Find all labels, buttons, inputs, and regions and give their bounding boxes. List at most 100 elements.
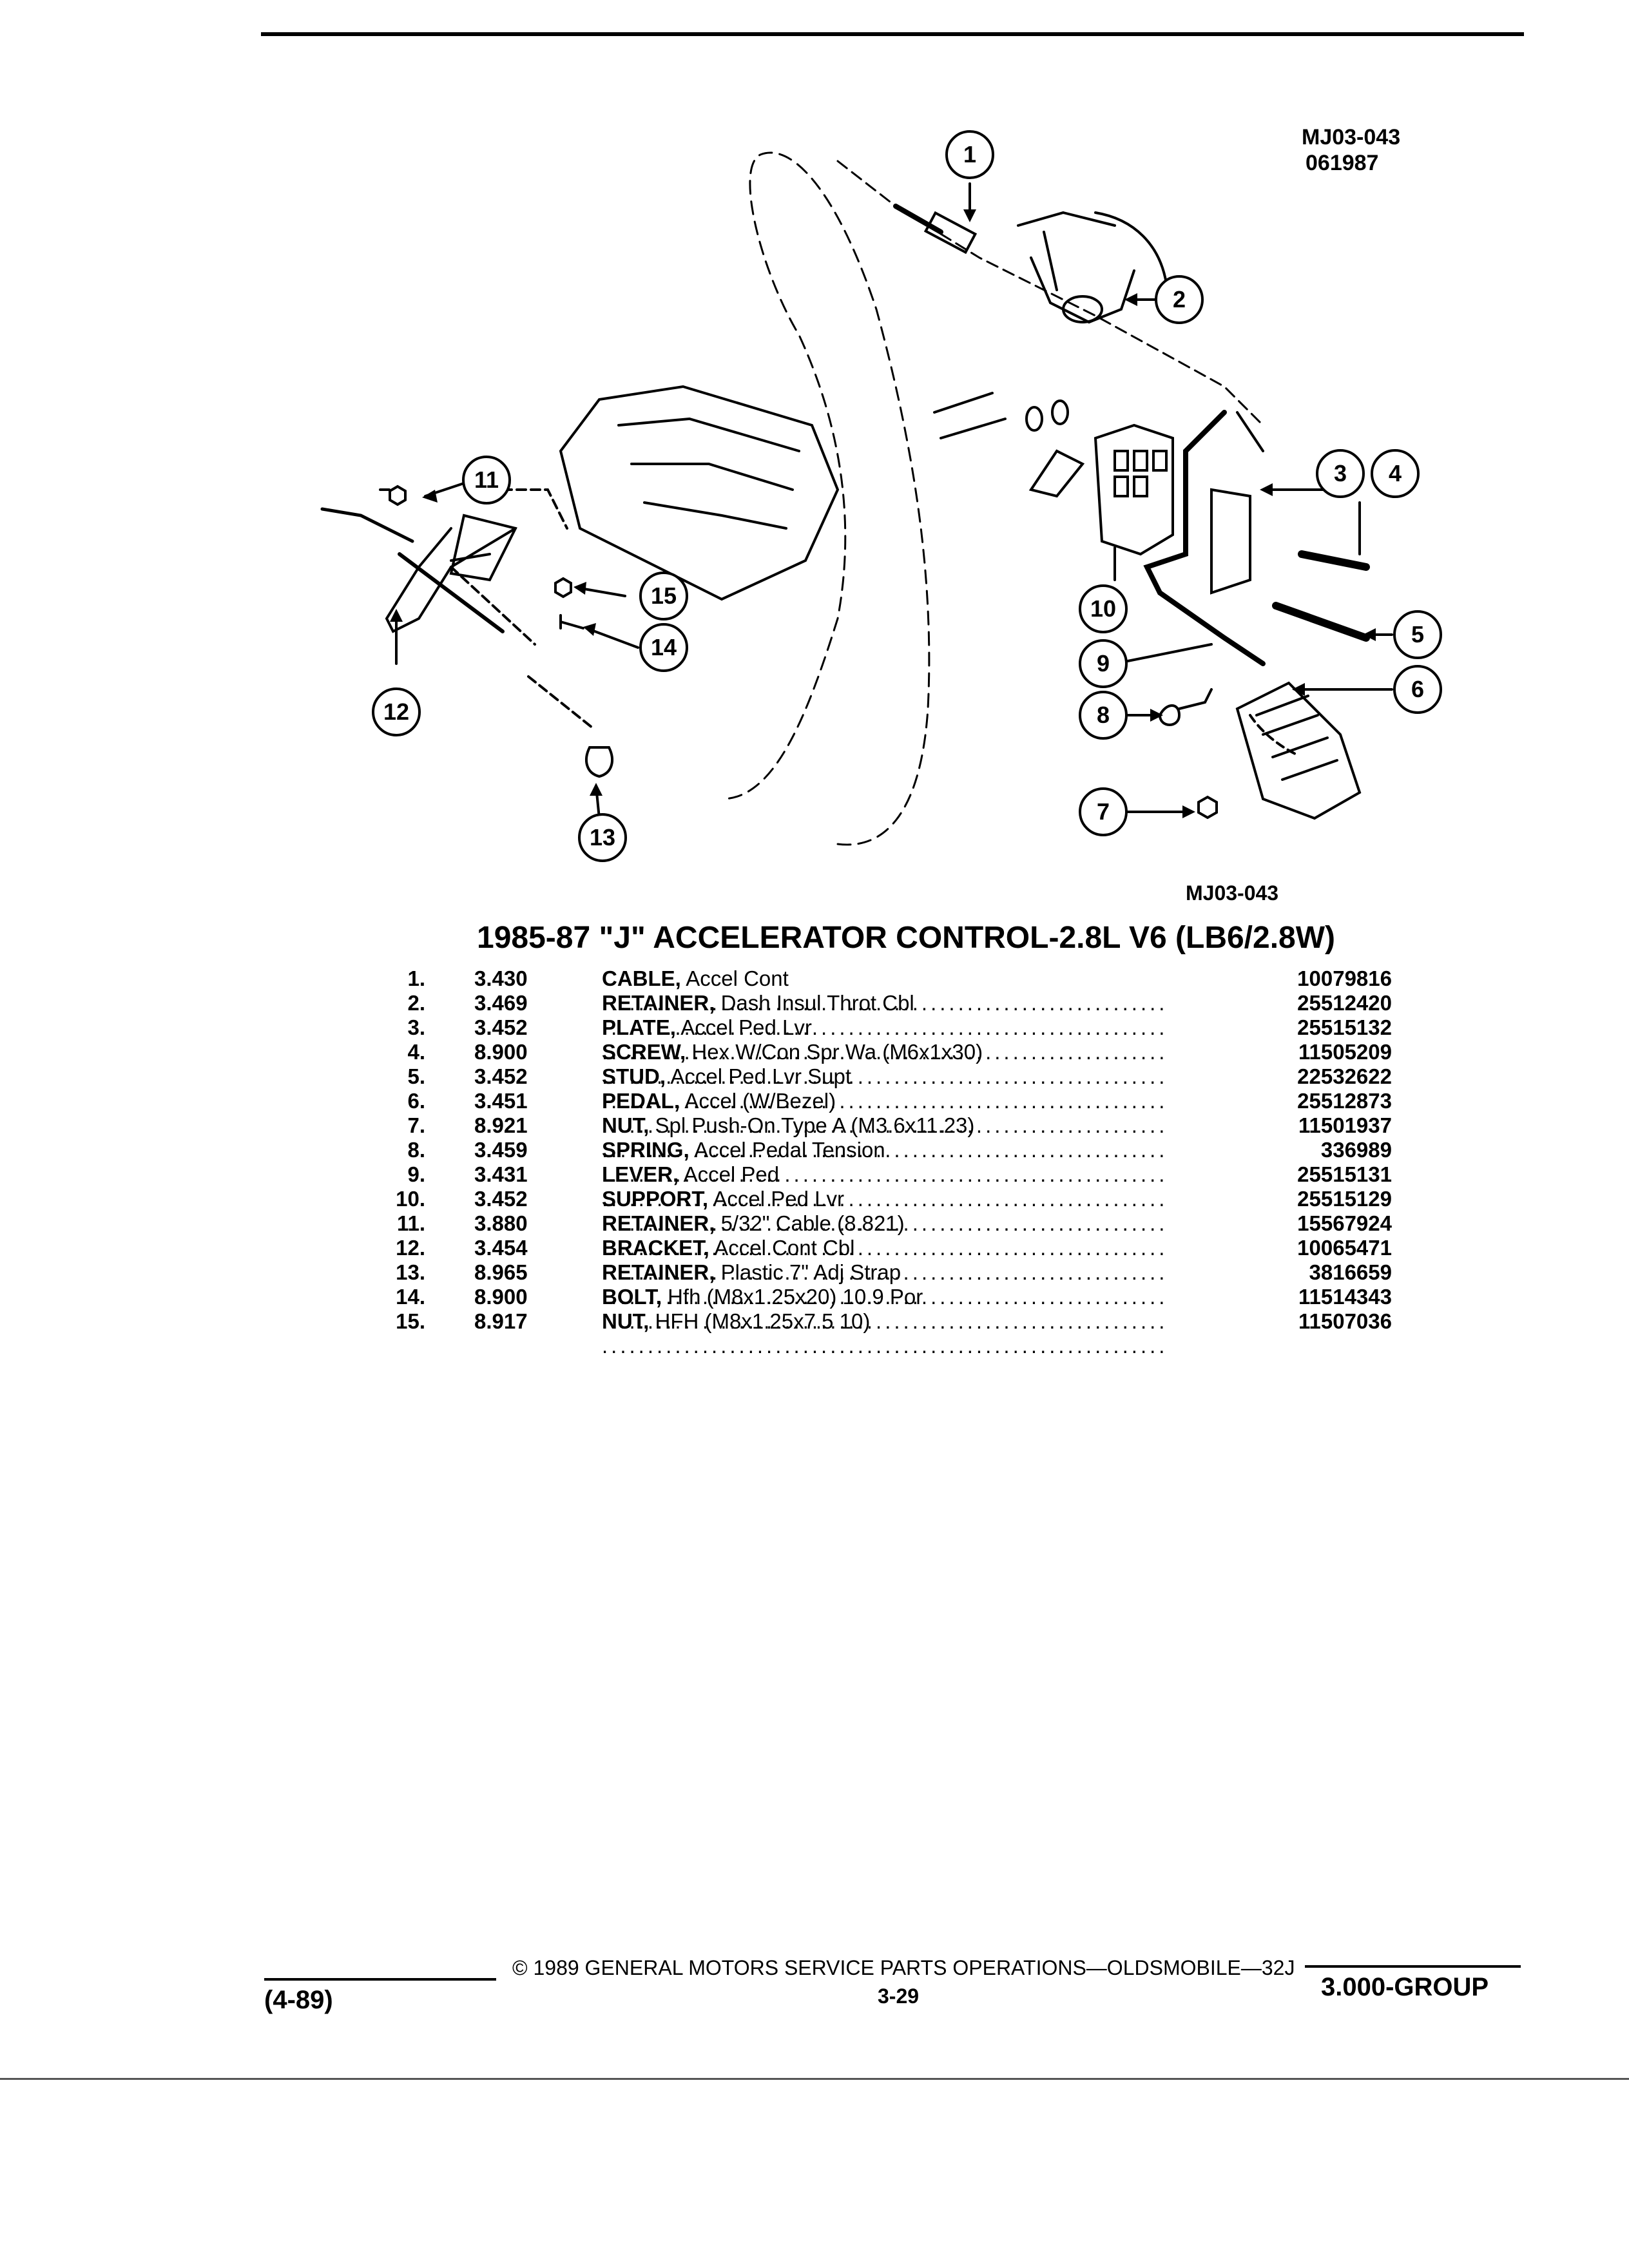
footer-rule-right <box>1305 1965 1521 1968</box>
part-group: 3.430 <box>474 966 528 990</box>
part-number-index: 12. <box>396 1236 425 1260</box>
callout-12: 12 <box>383 698 409 725</box>
part-group: 8.917 <box>474 1309 528 1333</box>
part-detail: Accel Ped Lvr Supt <box>670 1064 852 1088</box>
part-detail: Accel Ped Lvr <box>713 1187 844 1211</box>
part-catalog-number: 10065471 <box>1297 1236 1392 1260</box>
part-description: BRACKET, Accel Cont Cbl ................… <box>602 1236 1257 1285</box>
part-catalog-number: 11514343 <box>1298 1285 1392 1309</box>
part-catalog-number: 11505209 <box>1298 1040 1392 1064</box>
part-group: 3.451 <box>474 1089 528 1113</box>
part-number-index: 8. <box>407 1138 425 1162</box>
part-number-index: 7. <box>407 1113 425 1137</box>
header-code: MJ03-043 <box>1302 125 1401 149</box>
part-catalog-number: 336989 <box>1320 1138 1392 1162</box>
part-catalog-number: 15567924 <box>1297 1211 1392 1235</box>
part-name: PLATE, <box>602 1015 676 1039</box>
part-number-index: 10. <box>396 1187 425 1211</box>
part-group: 8.965 <box>474 1260 528 1284</box>
leader-dots: ........................................… <box>602 1334 1168 1358</box>
part-number-index: 2. <box>407 991 425 1015</box>
part-name: STUD, <box>602 1064 666 1088</box>
callout-6: 6 <box>1411 676 1424 702</box>
part-description: PLATE, Accel Ped Lvr ...................… <box>602 1015 1257 1064</box>
part-catalog-number: 25515129 <box>1297 1187 1392 1211</box>
leader-dots: ........................................… <box>602 1040 1168 1064</box>
leader-dots: ........................................… <box>602 1285 1168 1309</box>
part-row: 12. 3.454 BRACKET, Accel Cont Cbl ........… <box>387 1236 1392 1284</box>
part-description: CABLE, Accel Cont ......................… <box>602 966 1257 1015</box>
part-number-index: 14. <box>396 1285 425 1309</box>
part-catalog-number: 11507036 <box>1298 1309 1392 1333</box>
part-name: SUPPORT, <box>602 1187 709 1211</box>
part-group: 3.454 <box>474 1236 528 1260</box>
part-row: 4. 8.900 SCREW, Hex W/Con Spr Wa (M6x1x30)… <box>387 1040 1392 1088</box>
callout-2: 2 <box>1173 286 1186 312</box>
footer-rule-left <box>264 1978 496 1981</box>
footer-group: 3.000-GROUP <box>1321 1973 1489 2001</box>
header-date: 061987 <box>1306 151 1379 175</box>
callout-10: 10 <box>1090 595 1116 622</box>
part-description: RETAINER, Plastic 7" Adj Strap .........… <box>602 1260 1257 1309</box>
leader-dots: ........................................… <box>602 1187 1168 1211</box>
part-name: CABLE, <box>602 966 681 990</box>
part-name: RETAINER, <box>602 1211 715 1235</box>
part-description: RETAINER, 5/32" Cable (8.821) ..........… <box>602 1211 1257 1260</box>
part-group: 8.900 <box>474 1040 528 1064</box>
part-number-index: 5. <box>407 1064 425 1088</box>
part-name: LEVER, <box>602 1162 679 1186</box>
part-name: NUT, <box>602 1309 650 1333</box>
part-detail: Hex W/Con Spr Wa (M6x1x30) <box>691 1040 983 1064</box>
part-detail: Accel Cont Cbl <box>714 1236 855 1260</box>
part-name: NUT, <box>602 1113 650 1137</box>
part-description: NUT, Spl Push-On Type A (M3.6x11.23) ...… <box>602 1113 1257 1162</box>
part-number-index: 1. <box>407 966 425 990</box>
part-description: LEVER, Accel Ped .......................… <box>602 1162 1257 1211</box>
parts-list: 1. 3.430 CABLE, Accel Cont ...............… <box>387 966 1392 1358</box>
leader-dots: ........................................… <box>602 1064 1168 1088</box>
part-detail: 5/32" Cable (8.821) <box>720 1211 905 1235</box>
part-description: RETAINER, Dash Insul Throt Cbl .........… <box>602 991 1257 1040</box>
part-detail: Accel Pedal Tension <box>694 1138 885 1162</box>
part-detail: Dash Insul Throt Cbl <box>720 991 914 1015</box>
callout-7: 7 <box>1097 798 1110 825</box>
footer-revision: (4-89) <box>264 1986 333 2014</box>
part-name: RETAINER, <box>602 991 715 1015</box>
part-group: 3.431 <box>474 1162 528 1186</box>
callout-14: 14 <box>651 634 677 660</box>
callout-15: 15 <box>651 582 677 609</box>
part-number-index: 3. <box>407 1015 425 1039</box>
part-detail: Accel (W/Bezel) <box>684 1089 836 1113</box>
callout-9: 9 <box>1097 650 1110 677</box>
leader-dots: ........................................… <box>602 1113 1168 1137</box>
part-name: RETAINER, <box>602 1260 715 1284</box>
part-detail: Spl Push-On Type A (M3.6x11.23) <box>655 1113 975 1137</box>
part-description: SCREW, Hex W/Con Spr Wa (M6x1x30) ......… <box>602 1040 1257 1089</box>
part-detail: HFH (M8x1.25x7.5 10) <box>655 1309 871 1333</box>
leader-dots: ........................................… <box>602 991 1168 1015</box>
footer-page-number: 3-29 <box>878 1984 920 2008</box>
leader-dots: ........................................… <box>602 1309 1168 1333</box>
leader-dots: ........................................… <box>602 1211 1168 1235</box>
part-name: SCREW, <box>602 1040 686 1064</box>
callout-13: 13 <box>590 824 615 850</box>
part-description: SPRING, Accel Pedal Tension ............… <box>602 1138 1257 1187</box>
part-name: SPRING, <box>602 1138 689 1162</box>
part-detail: Accel Cont <box>686 966 789 990</box>
footer-copyright: © 1989 GENERAL MOTORS SERVICE PARTS OPER… <box>512 1956 1295 1979</box>
leader-dots: ........................................… <box>602 1236 1168 1260</box>
part-number-index: 11. <box>396 1211 425 1235</box>
leader-dots: ........................................… <box>602 1260 1168 1284</box>
leader-dots: ........................................… <box>602 1162 1168 1186</box>
part-number-index: 4. <box>407 1040 425 1064</box>
top-rule <box>261 32 1524 36</box>
